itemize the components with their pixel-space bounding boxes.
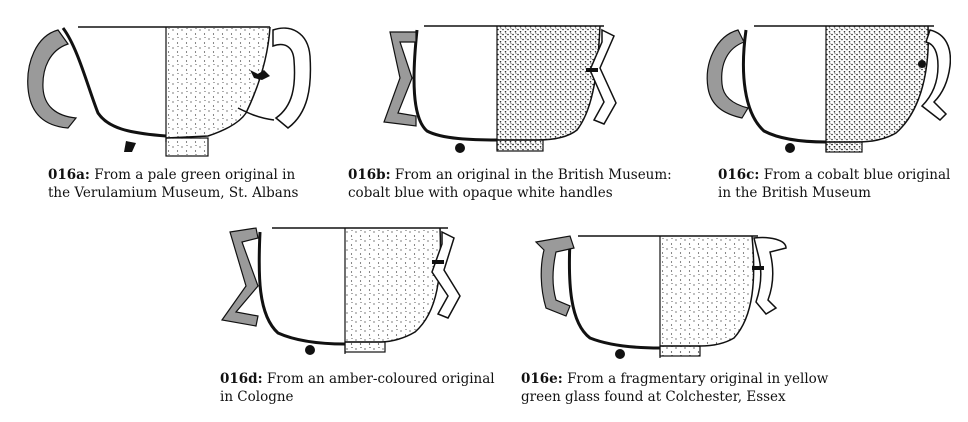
caption-text: From a cobalt blue original (763, 167, 951, 183)
caption-text: From a pale green original in (94, 167, 296, 183)
caption-line-2: the Verulamium Museum, St. Albans (48, 185, 299, 201)
caption-line-1: 016a: From a pale green original in (48, 166, 348, 184)
figure-016d (210, 220, 480, 365)
caption-label: 016e: (521, 371, 563, 387)
caption-text: From an amber-coloured original (266, 371, 495, 387)
caption-line-1: 016d: From an amber-coloured original (220, 370, 510, 388)
caption-label: 016d: (220, 371, 263, 387)
caption-label: 016b: (348, 167, 391, 183)
caption-016d: 016d: From an amber-coloured original in… (220, 370, 510, 406)
caption-line-2: in the British Museum (718, 185, 871, 201)
caption-016e: 016e: From a fragmentary original in yel… (521, 370, 841, 406)
caption-line-1: 016b: From an original in the British Mu… (348, 166, 678, 184)
caption-016c: 016c: From a cobalt blue original in the… (718, 166, 958, 202)
figure-016a (18, 18, 318, 163)
figure-016c (696, 18, 951, 163)
caption-016a: 016a: From a pale green original in the … (48, 166, 348, 202)
figure-016b (372, 18, 622, 163)
caption-label: 016a: (48, 167, 90, 183)
caption-line-2: green glass found at Colchester, Essex (521, 389, 786, 405)
caption-line-2: cobalt blue with opaque white handles (348, 185, 613, 201)
caption-line-1: 016c: From a cobalt blue original (718, 166, 958, 184)
caption-016b: 016b: From an original in the British Mu… (348, 166, 678, 202)
caption-line-1: 016e: From a fragmentary original in yel… (521, 370, 841, 388)
figure-016e (530, 228, 800, 363)
caption-text: From a fragmentary original in yellow (567, 371, 829, 387)
caption-text: From an original in the British Museum: (394, 167, 672, 183)
caption-line-2: in Cologne (220, 389, 294, 405)
caption-label: 016c: (718, 167, 760, 183)
